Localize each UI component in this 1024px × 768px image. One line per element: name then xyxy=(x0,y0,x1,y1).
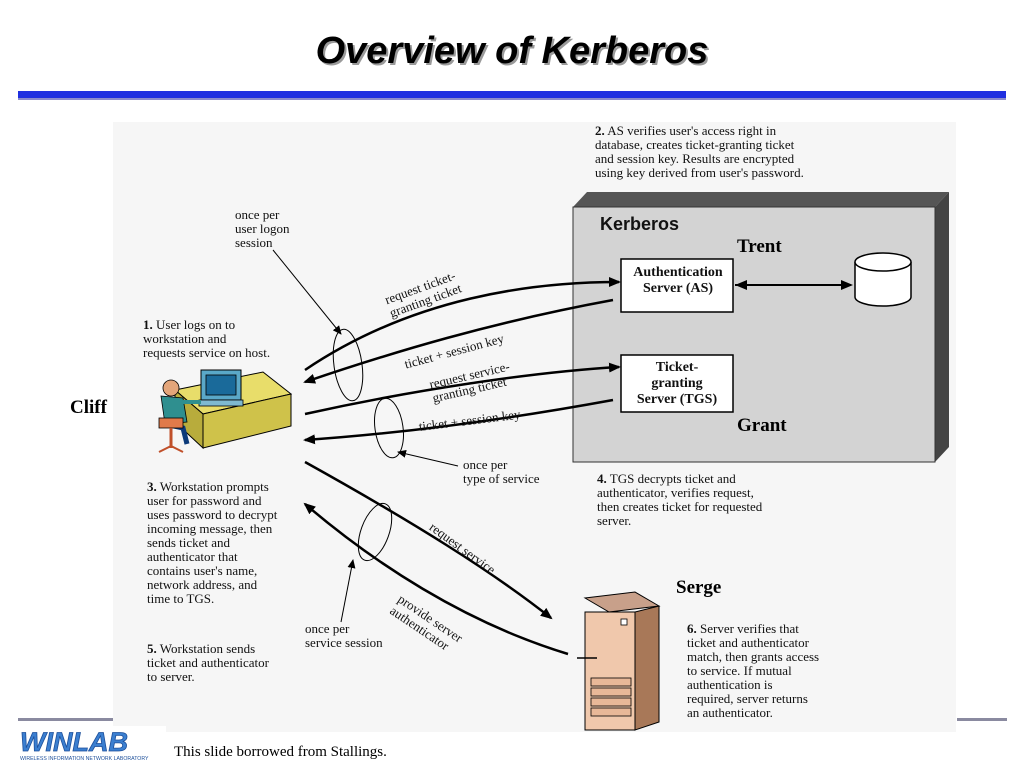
arrow-request-tgt xyxy=(304,277,621,372)
step-2-number: 2. xyxy=(595,123,605,138)
step-2-line: using key derived from user's password. xyxy=(595,165,804,180)
arrow-ticket-key-2 xyxy=(303,398,614,445)
winlab-logo-graphic: WINLAB WIRELESS INFORMATION NETWORK LABO… xyxy=(18,726,166,762)
note-line: once per xyxy=(235,207,280,222)
step-4-line: authenticator, verifies request, xyxy=(597,485,754,500)
server-tower-icon xyxy=(577,591,661,731)
note-once-per-logon: once per user logon session xyxy=(235,208,290,250)
as-box xyxy=(620,258,734,313)
arrow-request-service xyxy=(304,460,553,620)
step-6-line: to service. If mutual xyxy=(687,663,792,678)
title-divider xyxy=(18,91,1006,98)
slide-title: Overview of Kerberos xyxy=(315,30,709,72)
kerberos-title: Kerberos xyxy=(600,214,680,234)
step-1-number: 1. xyxy=(143,317,153,332)
kerberos-diagram: Kerberos Authentication Server (AS) Tick… xyxy=(113,122,956,732)
step-5-line: ticket and authenticator xyxy=(147,655,270,670)
note-line: service session xyxy=(305,635,383,650)
arrow-ticket-key-1 xyxy=(303,298,614,384)
step-6-line: required, server returns xyxy=(687,691,808,706)
step-2-text: 2. AS verifies user's access right in da… xyxy=(595,124,804,180)
workstation-user-icon xyxy=(158,369,293,453)
step-5-line: Workstation sends xyxy=(159,641,256,656)
arrow-request-sgt xyxy=(304,362,621,416)
logon-session-ellipse xyxy=(332,328,364,402)
step-1-text: 1. User logs on to workstation and reque… xyxy=(143,318,270,360)
tgs-label-line1: Ticket- xyxy=(655,360,699,375)
as-label: Authentication Server (AS) xyxy=(621,265,735,297)
note-line: session xyxy=(235,235,273,250)
label-grant: Grant xyxy=(737,415,787,436)
step-1-line: requests service on host. xyxy=(143,345,271,360)
step-3-line: time to TGS. xyxy=(147,591,215,606)
step-1-line: workstation and xyxy=(143,331,227,346)
tgs-label-line3: Server (TGS) xyxy=(636,392,718,407)
step-2-line: and session key. Results are encrypted xyxy=(595,151,795,166)
step-4-line: TGS decrypts ticket and xyxy=(609,471,736,486)
step-6-line: an authenticator. xyxy=(687,705,773,720)
kerberos-box xyxy=(572,192,949,463)
footer-credit: This slide borrowed from Stallings. xyxy=(174,744,387,760)
step-3-text: 3. Workstation prompts user for password… xyxy=(147,480,277,606)
step-3-line: incoming message, then xyxy=(147,521,273,536)
arrow-provide-authenticator xyxy=(303,502,569,656)
winlab-logo: WINLAB WIRELESS INFORMATION NETWORK LABO… xyxy=(18,726,166,762)
step-2-line: AS verifies user's access right in xyxy=(607,123,777,138)
step-5-line: to server. xyxy=(147,669,195,684)
database-icon xyxy=(854,252,912,307)
step-2-line: database, creates ticket-granting ticket xyxy=(595,137,795,152)
tgs-label: Ticket- granting Server (TGS) xyxy=(621,360,733,408)
note-once-per-service-session: once per service session xyxy=(305,622,383,650)
tgs-label-line2: granting xyxy=(651,376,703,391)
step-5-number: 5. xyxy=(147,641,157,656)
step-6-line: Server verifies that xyxy=(700,621,799,636)
label-trent: Trent xyxy=(737,236,782,257)
step-4-line: server. xyxy=(597,513,632,528)
step-6-line: match, then grants access xyxy=(687,649,820,664)
label-serge: Serge xyxy=(676,577,722,598)
service-session-ellipse xyxy=(357,502,393,562)
step-1-line: User logs on to xyxy=(156,317,236,332)
svg-text:WINLAB: WINLAB xyxy=(20,727,128,757)
step-3-line: network address, and xyxy=(147,577,258,592)
step-5-text: 5. Workstation sends ticket and authenti… xyxy=(147,642,269,684)
footer-divider-right xyxy=(957,718,1007,721)
step-3-number: 3. xyxy=(147,479,157,494)
as-label-line2: Server (AS) xyxy=(642,281,714,296)
note-line: once per xyxy=(463,457,508,472)
service-type-ellipse xyxy=(374,397,404,459)
tgs-box xyxy=(620,354,734,413)
step-6-line: authentication is xyxy=(687,677,773,692)
note-line: user logon xyxy=(235,221,290,236)
note-line: type of service xyxy=(463,471,540,486)
step-3-line: Workstation prompts xyxy=(159,479,269,494)
label-cliff: Cliff xyxy=(70,397,107,418)
step-4-text: 4. TGS decrypts ticket and authenticator… xyxy=(597,472,762,528)
step-6-line: ticket and authenticator xyxy=(687,635,810,650)
step-3-line: authenticator that xyxy=(147,549,238,564)
step-3-line: user for password and xyxy=(147,493,262,508)
svg-text:WIRELESS INFORMATION NETWORK L: WIRELESS INFORMATION NETWORK LABORATORY xyxy=(20,756,149,762)
diagram-graphics xyxy=(113,122,956,732)
note-line: once per xyxy=(305,621,350,636)
footer-divider-left xyxy=(18,718,113,721)
step-6-number: 6. xyxy=(687,621,697,636)
step-4-line: then creates ticket for requested xyxy=(597,499,763,514)
step-6-text: 6. Server verifies that ticket and authe… xyxy=(687,622,819,720)
as-label-line1: Authentication xyxy=(633,265,723,280)
note-once-per-service-type: once per type of service xyxy=(463,458,540,486)
step-4-number: 4. xyxy=(597,471,607,486)
step-3-line: sends ticket and xyxy=(147,535,231,550)
step-3-line: uses password to decrypt xyxy=(147,507,278,522)
step-3-line: contains user's name, xyxy=(147,563,258,578)
